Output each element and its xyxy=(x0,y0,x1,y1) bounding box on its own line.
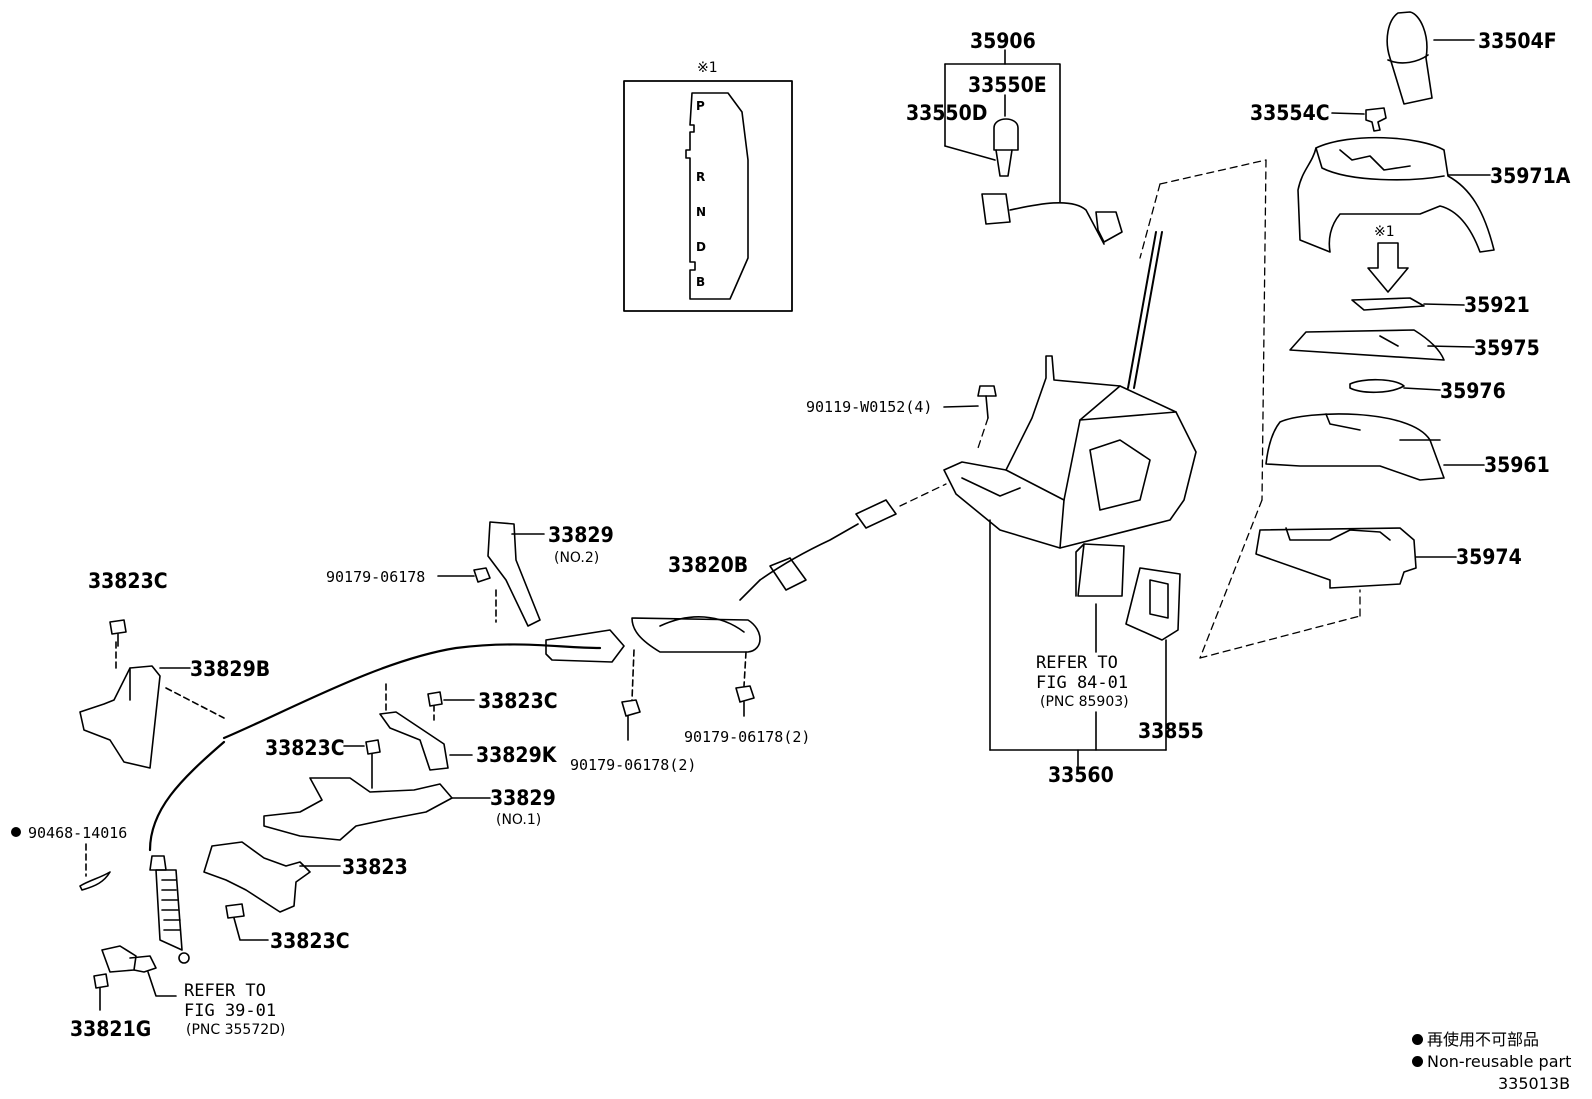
label-90179-b: 90179-06178(2) xyxy=(570,756,696,774)
gate-indicator-inset xyxy=(623,80,793,312)
label-33823C-bottom: 33823C xyxy=(270,929,350,953)
label-35976: 35976 xyxy=(1440,379,1506,403)
shifter-assembly-33560 xyxy=(943,231,1197,549)
plate-35921 xyxy=(1351,297,1465,311)
base-35974 xyxy=(1255,527,1457,589)
bolt-33823C-mid xyxy=(343,739,381,789)
assembly-dashed-lines xyxy=(1139,159,1361,659)
panel-35975 xyxy=(1289,329,1475,361)
label-33829K: 33829K xyxy=(476,743,558,767)
label-33855: 33855 xyxy=(1138,719,1204,743)
label-33554C: 33554C xyxy=(1250,101,1330,125)
label-90468: 90468-14016 xyxy=(28,824,127,842)
legend-en-text: Non-reusable part xyxy=(1427,1052,1572,1071)
bracket-33829-no2 xyxy=(437,521,545,627)
label-33504F: 33504F xyxy=(1478,29,1557,53)
label-33829B: 33829B xyxy=(190,657,270,681)
ref-fig84-line2: FIG 84-01 xyxy=(1036,673,1128,693)
non-reusable-dot-icon xyxy=(1412,1056,1423,1067)
part-35976 xyxy=(1349,378,1441,394)
label-33550E: 33550E xyxy=(968,73,1047,97)
shift-knob-33504F xyxy=(1386,11,1475,105)
label-no2: (NO.2) xyxy=(554,550,599,566)
gate-p: P xyxy=(696,99,705,113)
gate-n: N xyxy=(696,205,706,219)
label-33550D: 33550D xyxy=(906,101,987,125)
nut-90179-b xyxy=(735,651,755,717)
label-33823: 33823 xyxy=(342,855,408,879)
label-33560: 33560 xyxy=(1048,763,1114,787)
label-33821G: 33821G xyxy=(70,1017,151,1041)
ref-fig39-line3: (PNC 35572D) xyxy=(186,1022,285,1038)
label-35971A: 35971A xyxy=(1490,164,1571,188)
part-35572D xyxy=(101,945,177,997)
label-no1: (NO.1) xyxy=(496,812,541,828)
bulb-harness-35906 xyxy=(944,49,1123,245)
callout-33560 xyxy=(989,519,1167,767)
gate-d: D xyxy=(696,240,706,254)
label-90179-a: 90179-06178 xyxy=(326,568,425,586)
bracket-33829-no1 xyxy=(263,777,491,841)
legend-en-row: Non-reusable part xyxy=(1412,1052,1571,1071)
label-35906: 35906 xyxy=(970,29,1036,53)
note-mark-upper: ※1 xyxy=(1374,224,1395,240)
down-arrow xyxy=(1367,242,1409,293)
label-35974: 35974 xyxy=(1456,545,1522,569)
label-35975: 35975 xyxy=(1474,336,1540,360)
bezel-35961 xyxy=(1265,413,1485,481)
ref-fig39-line2: FIG 39-01 xyxy=(184,1001,276,1021)
bracket-33829K xyxy=(379,683,475,771)
gate-b: B xyxy=(696,275,705,289)
legend-jp-row: 再使用不可部品 xyxy=(1412,1026,1539,1050)
label-35961: 35961 xyxy=(1484,453,1550,477)
bolt-33823C-bottom xyxy=(225,903,269,941)
gate-r: R xyxy=(696,170,705,184)
label-33823C-right: 33823C xyxy=(478,689,558,713)
label-33823C-top: 33823C xyxy=(88,569,168,593)
ref-fig39-line1: REFER TO xyxy=(184,981,266,1001)
non-reusable-dot-icon xyxy=(1412,1034,1423,1045)
part-33821G xyxy=(93,973,109,1011)
bolt-90119 xyxy=(943,385,997,419)
label-33820B: 33820B xyxy=(668,553,748,577)
ref-fig84-line1: REFER TO xyxy=(1036,653,1118,673)
label-90179-c: 90179-06178(2) xyxy=(684,728,810,746)
label-90119: 90119-W0152(4) xyxy=(806,398,932,416)
nut-90179-a xyxy=(621,649,641,741)
bracket-33823 xyxy=(203,841,341,913)
figure-code: 335013B xyxy=(1498,1074,1571,1093)
non-reusable-dot-90468 xyxy=(11,827,21,837)
module-85903 xyxy=(1075,543,1125,597)
assembly-dashed-lines-2 xyxy=(899,417,989,507)
clip-33554C xyxy=(1331,107,1387,132)
clip-90468 xyxy=(79,843,111,891)
label-33829-no1: 33829 xyxy=(490,786,556,810)
label-33829-no2: 33829 xyxy=(548,523,614,547)
shift-cable-33820B xyxy=(148,499,897,964)
bracket-33829B xyxy=(79,619,225,769)
legend-jp-text: 再使用不可部品 xyxy=(1427,1030,1540,1049)
connector-33855 xyxy=(1125,567,1181,641)
label-33823C-mid: 33823C xyxy=(265,736,345,760)
note-mark-inset: ※1 xyxy=(697,60,718,76)
housing-35971A xyxy=(1297,136,1495,253)
label-35921: 35921 xyxy=(1464,293,1530,317)
ref-fig84-line3: (PNC 85903) xyxy=(1040,694,1129,710)
